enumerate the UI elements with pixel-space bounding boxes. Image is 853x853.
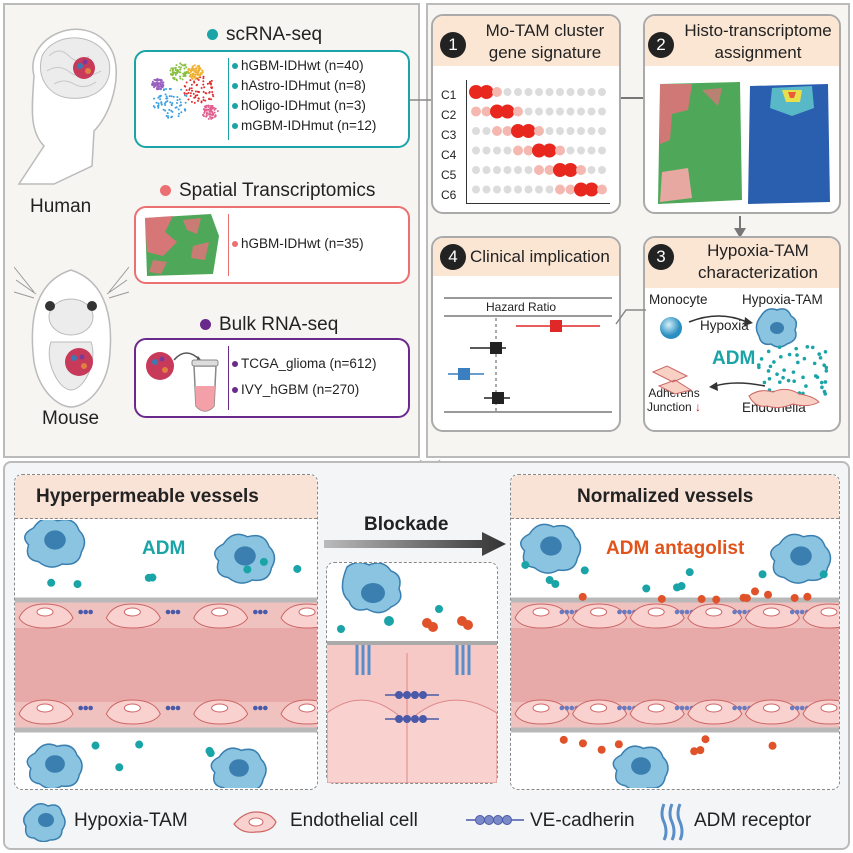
hazard-ratio-label: Hazard Ratio (486, 300, 557, 314)
legend-endothelial-label: Endothelial cell (290, 810, 418, 831)
bulk-items: TCGA_glioma (n=612) IVY_hGBM (n=270) (232, 356, 376, 408)
bulk-box (134, 338, 410, 418)
list-item: hAstro-IDHmut (n=8) (232, 78, 376, 98)
step1-cluster-labels: C1 C2 C3 C4 C5 C6 (441, 85, 456, 205)
step3-illustration (651, 308, 829, 409)
cluster-label: C5 (441, 168, 457, 182)
scrna-items: hGBM-IDHwt (n=40) hAstro-IDHmut (n=8) hO… (232, 58, 376, 138)
spatial-dot-icon (160, 185, 171, 196)
list-item: mGBM-IDHmut (n=12) (232, 118, 376, 138)
right-title-bar (511, 475, 839, 519)
endothelial-cell-icon (233, 811, 277, 833)
cluster-label: C4 (441, 148, 457, 162)
bulk-divider (228, 346, 229, 410)
hypoxia-tam-label: Hypoxia-TAM (742, 292, 823, 307)
left-vessel-illustration (15, 520, 317, 788)
step4-connector (615, 309, 646, 325)
adm-label-left: ADM (142, 538, 186, 559)
spatial-title: Spatial Transcriptomics (160, 180, 375, 202)
step4-forest-plot (444, 297, 612, 413)
right-title: Normalized vessels (577, 486, 754, 507)
middle-zoom-illustration (327, 563, 497, 783)
legend-hypoxia-tam-label: Hypoxia-TAM (74, 810, 188, 831)
list-item: hOligo-IDHmut (n=3) (232, 98, 376, 118)
cluster-label: C6 (441, 188, 457, 202)
right-vessel-illustration (511, 523, 839, 788)
left-title: Hyperpermeable vessels (36, 486, 259, 507)
step2-tissue-maps (658, 82, 830, 204)
spatial-tissue-map (145, 214, 219, 276)
list-item: hGBM-IDHwt (n=35) (232, 236, 364, 251)
human-brain-illustration (17, 28, 117, 185)
bulk-dot-icon (200, 319, 211, 330)
bulk-tumor-tube-illustration (146, 352, 219, 412)
hypoxia-label: Hypoxia (700, 318, 749, 333)
scrna-title: scRNA-seq (207, 24, 322, 46)
monocyte-label: Monocyte (649, 292, 708, 307)
step2-header (645, 16, 839, 66)
legend-ve-cadherin-label: VE-cadherin (530, 810, 635, 831)
step2-number-icon: 2 (648, 32, 674, 58)
step4-title: Clinical implication (470, 247, 610, 266)
mouse-label: Mouse (42, 408, 100, 429)
blockade-arrow (324, 532, 506, 556)
step4-number-icon: 4 (440, 244, 466, 270)
list-item: hGBM-IDHwt (n=40) (232, 58, 376, 78)
step1-dotplot (469, 85, 607, 197)
legend-adm-receptor-label: ADM receptor (694, 810, 812, 831)
list-item: TCGA_glioma (n=612) (232, 356, 376, 382)
cluster-label: C2 (441, 108, 457, 122)
spatial-divider (228, 214, 229, 276)
adm-receptor-icon (660, 803, 684, 841)
cluster-label: C1 (441, 88, 457, 102)
human-label: Human (30, 196, 92, 217)
ve-cadherin-icon (466, 815, 524, 825)
step3-header (645, 238, 839, 288)
blockade-label: Blockade (364, 514, 449, 535)
list-item: IVY_hGBM (n=270) (232, 382, 376, 408)
step1-number-icon: 1 (440, 32, 466, 58)
adm-antagonist-label: ADM antagolist (606, 538, 745, 559)
hypoxia-tam-icon (23, 803, 66, 842)
adm-label-step3: ADM (712, 348, 756, 369)
step3-number-icon: 3 (648, 244, 674, 270)
cluster-label: C3 (441, 128, 457, 142)
scrna-dot-icon (207, 29, 218, 40)
step1-dotplot-frame (466, 80, 610, 204)
bulk-title: Bulk RNA-seq (200, 314, 338, 336)
mouse-brain-illustration (14, 266, 129, 408)
scrna-umap-plot (151, 62, 219, 120)
left-title-bar (15, 475, 317, 519)
scrna-divider (228, 58, 229, 140)
